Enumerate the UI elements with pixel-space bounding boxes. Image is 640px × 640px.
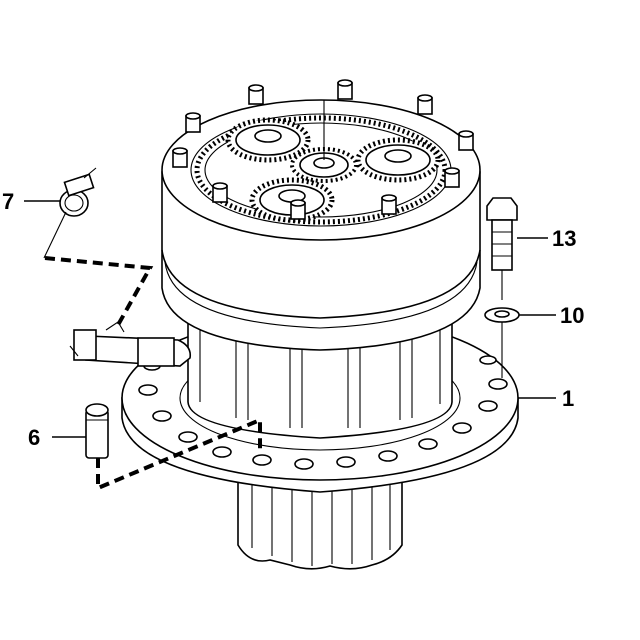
planet-gear-bottom [249, 177, 335, 223]
callout-6: 6 [28, 425, 40, 450]
planet-gear-right [355, 137, 441, 183]
part-10-washer [484, 307, 520, 378]
sun-gear [290, 100, 358, 183]
part-13-bolt [486, 197, 518, 300]
housing-cap-bolts [172, 79, 474, 220]
part-7-hose-clamp [59, 167, 97, 217]
callout-13: 13 [552, 226, 576, 251]
ring-gear-housing [161, 99, 481, 351]
assembly-path-lines [43, 211, 262, 492]
callout-1: 1 [562, 386, 574, 411]
callout-10: 10 [560, 303, 584, 328]
lower-housing [187, 317, 453, 439]
side-fitting-assembly [69, 321, 192, 367]
callout-7: 7 [2, 189, 14, 214]
part-6-plug [85, 403, 109, 459]
pinion-shaft [237, 469, 403, 570]
callout-leaders [24, 200, 556, 438]
planet-gear-left [225, 117, 311, 163]
